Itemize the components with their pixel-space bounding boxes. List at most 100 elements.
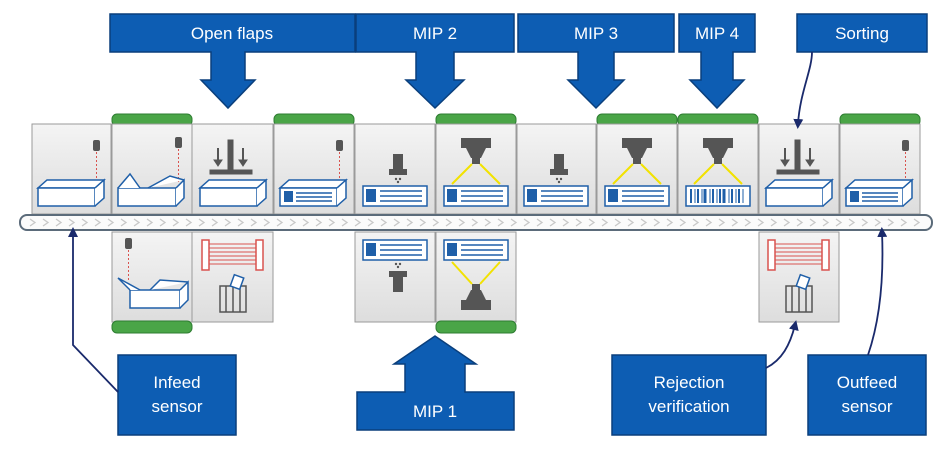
sorting-label: Sorting: [835, 24, 889, 43]
labelled-box-icon: [844, 178, 914, 207]
conveyor-chevron: [874, 218, 882, 227]
conveyor-chevron: [55, 218, 63, 227]
mip-1-top-printer-station: [354, 123, 436, 215]
conveyor-chevrons: [29, 218, 921, 227]
conveyor-chevron: [653, 218, 661, 227]
label-card-icon: [443, 185, 509, 207]
print-station-top: [516, 123, 597, 215]
conveyor-chevron: [484, 218, 492, 227]
mip-4-label: MIP 4: [695, 24, 739, 43]
conveyor-chevron: [445, 218, 453, 227]
conveyor-chevron: [237, 218, 245, 227]
conveyor-chevron: [107, 218, 115, 227]
conveyor-chevron: [523, 218, 531, 227]
sensor-icon: [175, 137, 182, 148]
conveyor-chevron: [549, 218, 557, 227]
label-card-icon: [604, 185, 670, 207]
infeed-label-line-2: sensor: [151, 397, 202, 416]
outfeed-sensor-station: [839, 113, 921, 215]
print-head-icon: [389, 154, 407, 184]
conveyor-chevron: [315, 218, 323, 227]
conveyor-chevron: [497, 218, 505, 227]
light-curtain-icon: [767, 239, 830, 271]
camera-icon: [461, 284, 491, 310]
conveyor-chevron: [81, 218, 89, 227]
closed-box-icon: [764, 178, 834, 207]
label-card-icon: [362, 239, 428, 261]
sensor-icon: [125, 238, 132, 249]
sensor-icon: [902, 140, 909, 151]
mip-3-label: MIP 3: [574, 24, 618, 43]
conveyor-chevron: [900, 218, 908, 227]
conveyor-chevron: [146, 218, 154, 227]
conveyor-chevron: [432, 218, 440, 227]
sorting-callout: Sorting: [793, 13, 928, 129]
conveyor-chevron: [380, 218, 388, 227]
closed-box-icon: [198, 178, 268, 207]
outfeed-label-line-1: Outfeed: [837, 373, 898, 392]
conveyor-chevron: [393, 218, 401, 227]
rejection-verification-callout: Rejection verification: [611, 320, 799, 436]
conveyor-chevron: [224, 218, 232, 227]
conveyor-chevron: [718, 218, 726, 227]
conveyor-chevron: [783, 218, 791, 227]
conveyor-chevron: [822, 218, 830, 227]
conveyor-chevron: [471, 218, 479, 227]
open-flaps-sensor-station: [111, 113, 193, 215]
light-curtain-icon: [201, 239, 264, 271]
camera-icon: [703, 138, 733, 164]
sensor-icon: [336, 140, 343, 151]
trash-bin-icon: [219, 273, 247, 313]
conveyor-chevron: [94, 218, 102, 227]
conveyor-chevron: [172, 218, 180, 227]
flap-sensor-station: [111, 231, 193, 334]
print-head-icon: [389, 262, 407, 292]
sorting-station: [758, 123, 840, 215]
sensor-icon: [93, 140, 100, 151]
conveyor-chevron: [419, 218, 427, 227]
press-icon: [776, 139, 820, 175]
reject-bin-light-curtain: [191, 231, 274, 323]
conveyor-chevron: [185, 218, 193, 227]
conveyor-chevron: [159, 218, 167, 227]
conveyor-chevron: [120, 218, 128, 227]
open-box-icon: [117, 172, 185, 207]
mip-3-camera-station: [596, 113, 678, 215]
conveyor-chevron: [575, 218, 583, 227]
conveyor-chevron: [705, 218, 713, 227]
conveyor-chevron: [757, 218, 765, 227]
conveyor-chevron: [562, 218, 570, 227]
conveyor-chevron: [354, 218, 362, 227]
mip-2-camera-station: [435, 113, 517, 215]
trash-bin-icon: [785, 273, 813, 313]
print-head-icon: [550, 154, 568, 184]
conveyor-chevron: [887, 218, 895, 227]
open-flaps-label: Open flaps: [191, 24, 273, 43]
conveyor-chevron: [835, 218, 843, 227]
conveyor-chevron: [861, 218, 869, 227]
infeed-label-line-1: Infeed: [153, 373, 200, 392]
conveyor-chevron: [510, 218, 518, 227]
mip-4-barcode-station: [677, 113, 759, 215]
conveyor-chevron: [276, 218, 284, 227]
conveyor-chevron: [133, 218, 141, 227]
conveyor-chevron: [42, 218, 50, 227]
outfeed-label-line-2: sensor: [841, 397, 892, 416]
infeed-sensor-station: [31, 123, 112, 215]
open-flaps-press-station: [191, 123, 274, 215]
conveyor-chevron: [770, 218, 778, 227]
outfeed-sensor-callout: Outfeed sensor: [807, 227, 927, 436]
label-card-icon: [443, 239, 509, 261]
conveyor-chevron: [263, 218, 271, 227]
mip-2-callout: MIP 2: [355, 13, 515, 110]
conveyor-chevron: [796, 218, 804, 227]
conveyor-chevron: [679, 218, 687, 227]
conveyor-chevron: [848, 218, 856, 227]
conveyor-chevron: [68, 218, 76, 227]
rejection-label-line-1: Rejection: [654, 373, 725, 392]
press-icon: [209, 139, 253, 175]
open-box-icon: [117, 277, 189, 309]
conveyor-chevron: [289, 218, 297, 227]
conveyor-chevron: [211, 218, 219, 227]
